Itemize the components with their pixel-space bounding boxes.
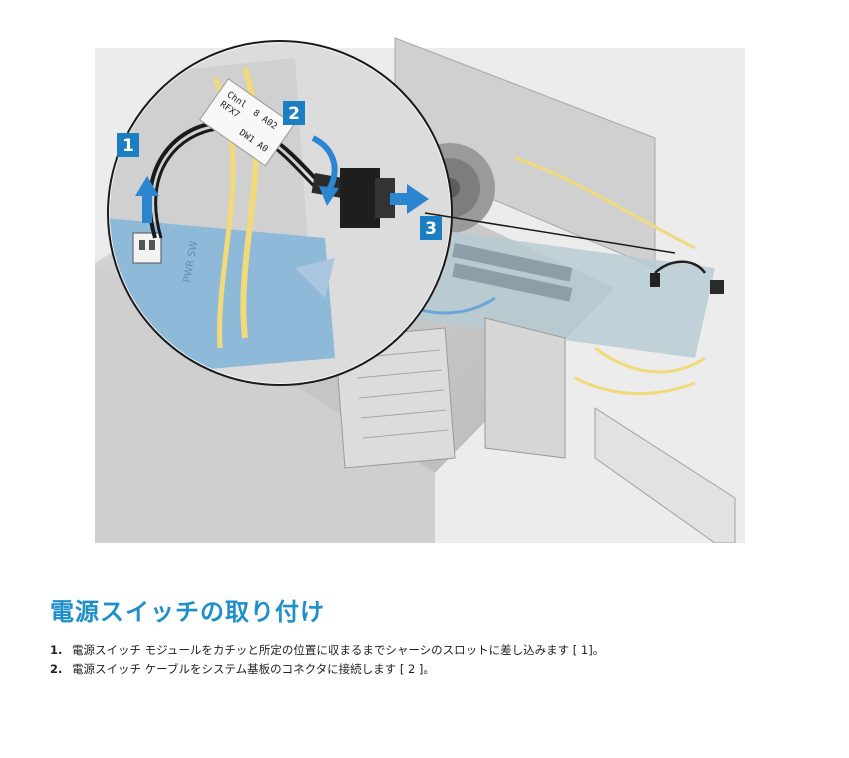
step-number: 1. — [50, 643, 63, 657]
callout-3: 3 — [420, 216, 442, 240]
svg-text:3: 3 — [425, 219, 437, 239]
zoom-callout: PWR SW Chnl RFX7 8 A02 — [107, 40, 453, 386]
step-item: 2. 電源スイッチ ケーブルをシステム基板のコネクタに接続します [ 2 ]。 — [50, 661, 604, 680]
installation-steps: 1. 電源スイッチ モジュールをカチッと所定の位置に収まるまでシャーシのスロット… — [50, 642, 604, 680]
callout-2: 2 — [283, 101, 305, 125]
step-text: 電源スイッチ モジュールをカチッと所定の位置に収まるまでシャーシのスロットに差し… — [72, 643, 605, 657]
svg-text:1: 1 — [122, 136, 134, 156]
leader-line — [424, 212, 676, 254]
svg-text:2: 2 — [288, 104, 300, 124]
step-text: 電源スイッチ ケーブルをシステム基板のコネクタに接続します [ 2 ]。 — [72, 662, 435, 676]
callout-1: 1 — [117, 133, 139, 157]
step-number: 2. — [50, 662, 63, 676]
section-heading: 電源スイッチの取り付け — [50, 598, 325, 626]
power-switch-installation-figure: PWR SW Chnl RFX7 8 A02 — [95, 18, 745, 543]
step-item: 1. 電源スイッチ モジュールをカチッと所定の位置に収まるまでシャーシのスロット… — [50, 642, 604, 661]
